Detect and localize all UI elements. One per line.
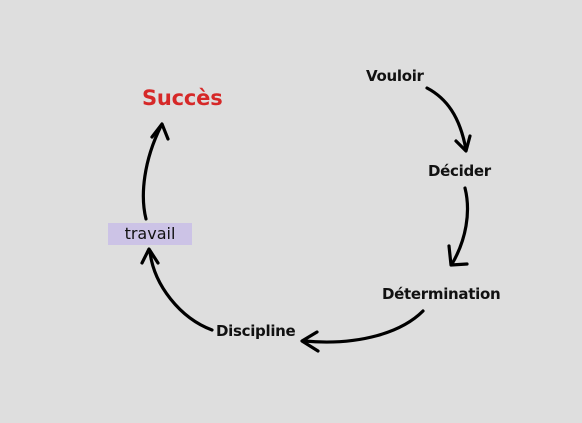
arrow-decider-to-determination (447, 186, 470, 267)
node-decider: Décider (428, 162, 491, 180)
arrow-determination-to-discipline (300, 309, 425, 353)
arrow-discipline-to-travail (140, 247, 214, 332)
node-discipline: Discipline (216, 322, 296, 340)
arrow-vouloir-to-decider (425, 86, 472, 153)
node-determination: Détermination (382, 285, 501, 303)
arrow-travail-to-succes (141, 122, 170, 221)
node-vouloir: Vouloir (366, 67, 424, 85)
node-succes: Succès (142, 86, 223, 110)
node-travail: travail (108, 223, 192, 245)
